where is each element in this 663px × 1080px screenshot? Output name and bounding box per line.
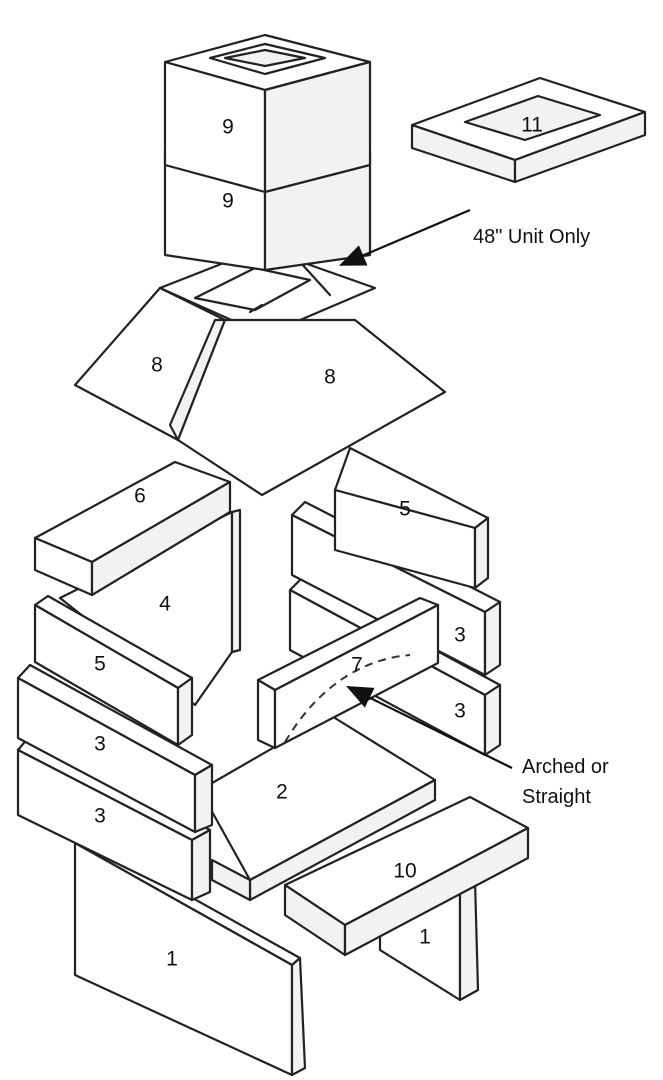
piece-7	[256, 596, 440, 750]
label-8-left: 8	[151, 354, 163, 377]
label-2: 2	[276, 781, 288, 804]
label-1-right: 1	[419, 926, 431, 949]
note-arched-line1: Arched or	[522, 756, 609, 778]
label-8-right: 8	[324, 366, 336, 389]
label-1-left: 1	[166, 948, 178, 971]
label-3-left-lower: 3	[94, 805, 106, 828]
piece-3-left-upper	[16, 663, 214, 834]
note-48-unit-only: 48" Unit Only	[473, 226, 590, 248]
piece-6	[33, 460, 232, 597]
arrow-48-unit	[338, 208, 471, 266]
piece-8	[73, 246, 447, 497]
note-arched-line2: Straight	[522, 786, 591, 808]
label-10: 10	[393, 860, 416, 883]
label-7: 7	[351, 654, 363, 677]
piece-11	[410, 76, 647, 184]
piece-5-right	[333, 446, 490, 590]
label-4: 4	[159, 593, 171, 616]
label-6: 6	[134, 485, 146, 508]
arrow-arched	[346, 686, 513, 769]
label-9-top: 9	[222, 116, 234, 139]
label-3-left-upper: 3	[94, 733, 106, 756]
label-3-right-upper: 3	[454, 624, 466, 647]
piece-5-left	[33, 594, 194, 747]
label-5-left: 5	[94, 653, 106, 676]
label-3-right-lower: 3	[454, 700, 466, 723]
piece-2	[198, 713, 437, 902]
label-9-lower: 9	[222, 190, 234, 213]
label-11: 11	[521, 114, 543, 137]
label-5-right: 5	[399, 498, 411, 521]
piece-9-top	[163, 33, 372, 194]
piece-10	[283, 795, 530, 957]
